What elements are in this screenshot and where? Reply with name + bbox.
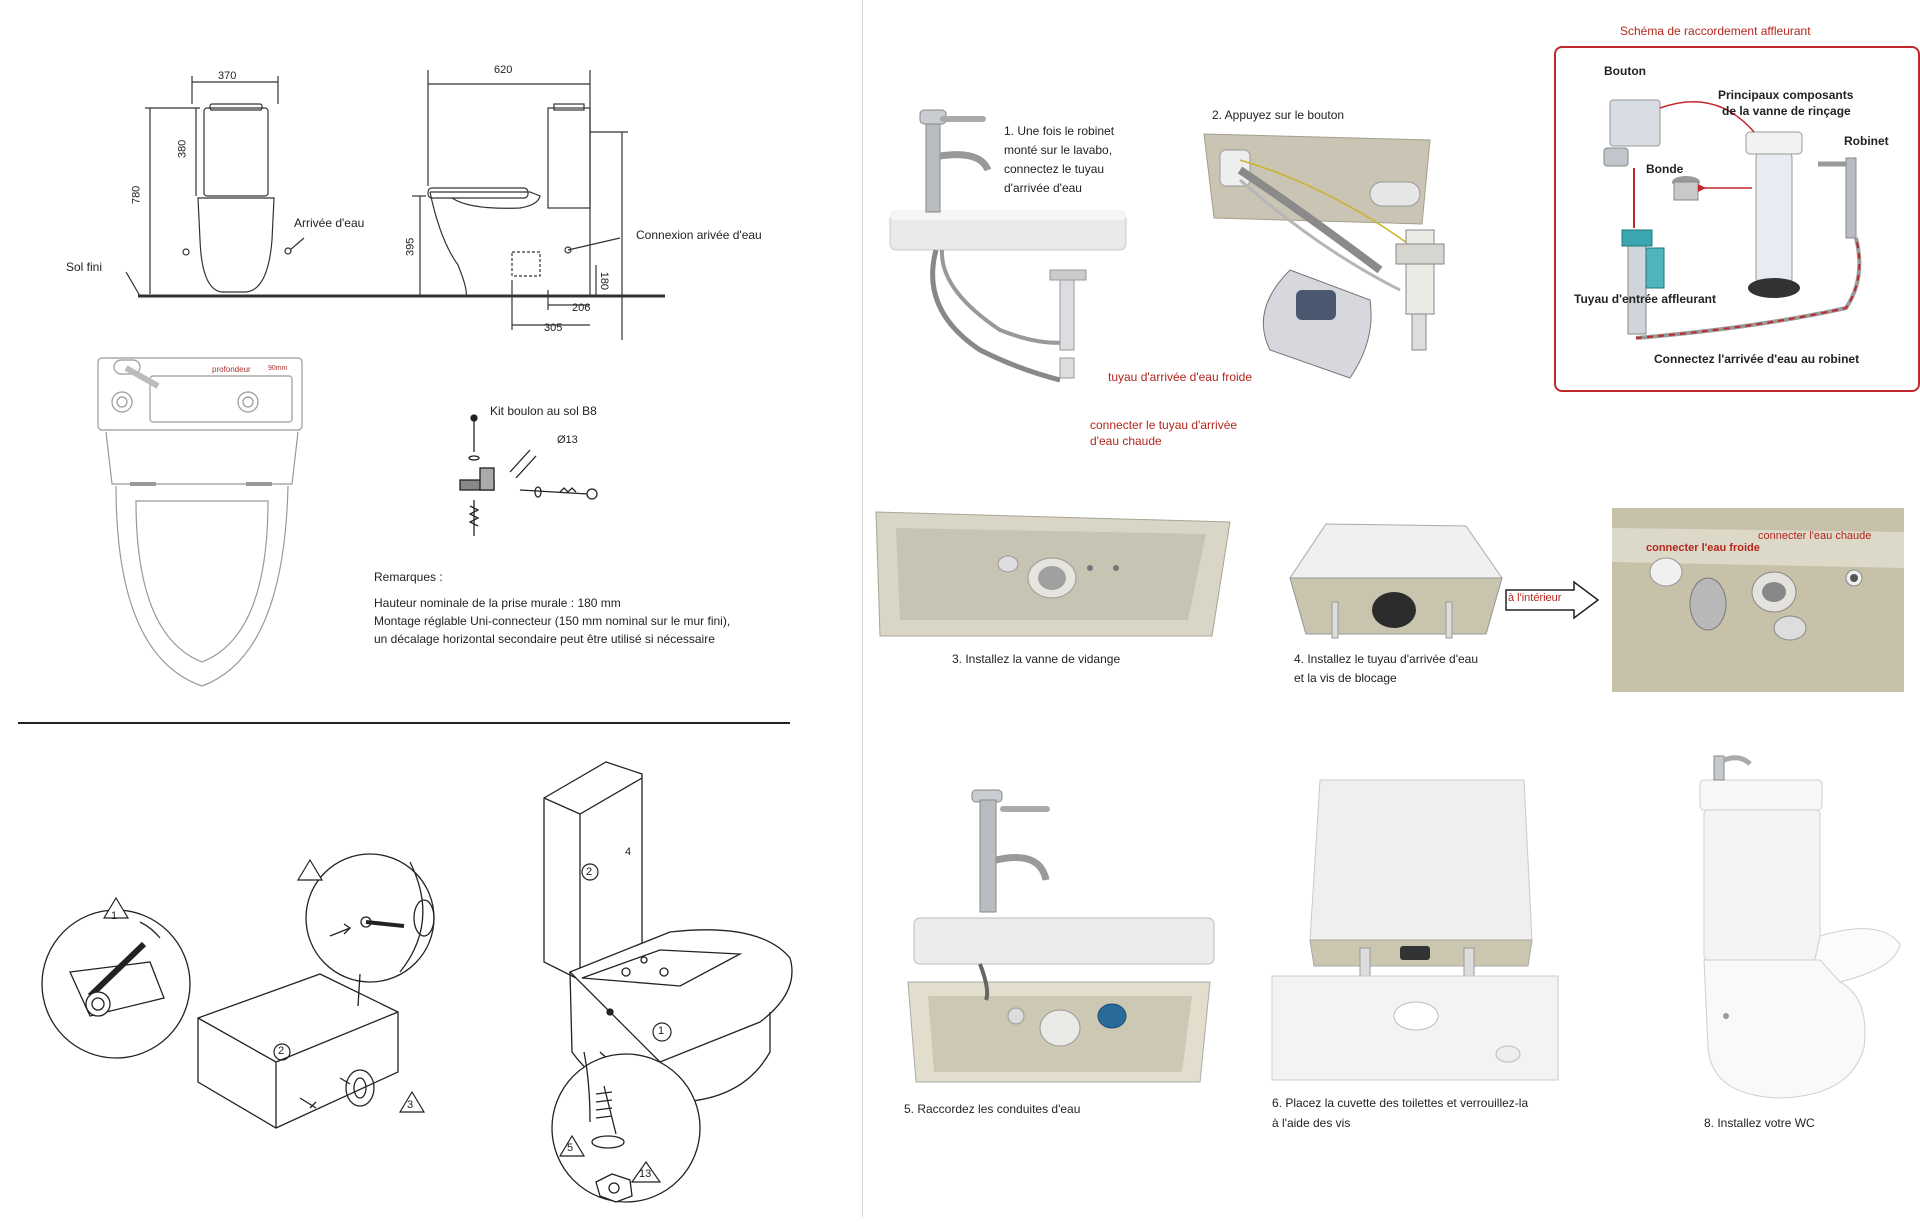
step8-photo [1699,755,1901,1099]
remarks-line-3: un décalage horizontal secondaire peut ê… [374,632,715,646]
depth-label: profondeur [212,365,251,374]
remarks-line-2: Montage réglable Uni-connecteur (150 mm … [374,614,731,628]
hot-water-label-2: d'eau chaude [1090,434,1162,448]
step3-text: 3. Installez la vanne de vidange [952,652,1121,666]
front-view-drawing [125,70,665,340]
step8-text: 8. Installez votre WC [1704,1116,1815,1130]
cold-water-pipe-label: tuyau d'arrivée d'eau froide [1108,370,1253,384]
step4-photo [1289,523,1503,639]
step2-text: 2. Appuyez sur le bouton [1212,108,1345,122]
schema-components-2: de la vanne de rinçage [1722,104,1851,118]
step6-text-1: 6. Placez la cuvette des toilettes et ve… [1272,1096,1529,1110]
remarks-line-1: Hauteur nominale de la prise murale : 18… [374,596,621,610]
inside-arrow-label: à l'intérieur [1508,592,1562,604]
schema-drain-label: Bonde [1646,162,1684,176]
schema-inlet-label: Tuyau d'entrée affleurant [1574,292,1716,306]
step5-text: 5. Raccordez les conduites d'eau [904,1102,1081,1116]
inside-arrow [1505,580,1600,620]
step-marker-2-tank: 2 [586,866,593,878]
dim-offset-206: 206 [572,302,591,314]
step4-text-1: 4. Installez le tuyau d'arrivée d'eau [1294,652,1479,666]
bolt-kit-drawing [459,414,598,536]
inlet-connection-label: Connexion arivée d'eau [636,228,762,242]
schema-title: Schéma de raccordement affleurant [1620,24,1811,38]
schema-frame [1554,46,1920,392]
step-marker-2: 2 [278,1045,285,1057]
dim-width-370: 370 [218,70,237,82]
depth-value: 90mm [268,365,288,372]
remarks-heading: Remarques : [374,570,443,584]
step-marker-13: 13 [639,1168,652,1180]
step5-photo [907,789,1215,1083]
dim-seat-395: 395 [404,237,417,257]
step3-photo [875,511,1231,637]
step4-hot-label: connecter l'eau chaude [1758,530,1872,542]
step1-text-4: d'arrivée d'eau [1004,181,1082,195]
schema-button-label: Bouton [1604,64,1646,78]
top-view-drawing [97,357,303,687]
dim-height-780: 780 [130,185,143,205]
dim-drain-305: 305 [544,322,563,334]
step1-text-1: 1. Une fois le robinet [1004,124,1115,138]
assembly-drawing [41,761,793,1203]
step1-text-2: monté sur le lavabo, [1004,143,1113,157]
hot-water-label-1: connecter le tuyau d'arrivée [1090,418,1238,432]
panel-divider-horizontal [18,722,790,724]
dim-depth-620: 620 [494,64,513,76]
step-marker-4: 4 [625,846,632,858]
finished-floor-label: Sol fini [66,260,103,274]
dim-inlet-180: 180 [598,271,611,291]
schema-components-1: Principaux composants [1718,88,1854,102]
step-marker-3: 3 [407,1099,414,1111]
step-marker-1: 1 [111,910,118,922]
step6-photo [1271,779,1559,1081]
schema-connect-label: Connectez l'arrivée d'eau au robinet [1654,352,1860,366]
dim-tank-380: 380 [176,139,189,159]
step1-text-3: connectez le tuyau [1004,162,1105,176]
water-inlet-label: Arrivée d'eau [294,216,365,230]
bolt-kit-title: Kit boulon au sol B8 [490,404,597,418]
step6-text-2: à l'aide des vis [1272,1116,1351,1130]
step-marker-1-bowl: 1 [658,1025,665,1037]
schema-diagram [1603,99,1862,340]
step1-photo [889,109,1127,383]
step4-cold-label: connecter l'eau froide [1646,542,1760,554]
bolt-diameter: Ø13 [557,434,578,446]
step4-inside-photo [1612,508,1904,692]
step-marker-5: 5 [567,1142,574,1154]
panel-divider-vertical [862,0,863,1217]
step2-photo [1203,133,1445,379]
schema-faucet-label: Robinet [1844,134,1889,148]
step4-text-2: et la vis de blocage [1294,671,1397,685]
